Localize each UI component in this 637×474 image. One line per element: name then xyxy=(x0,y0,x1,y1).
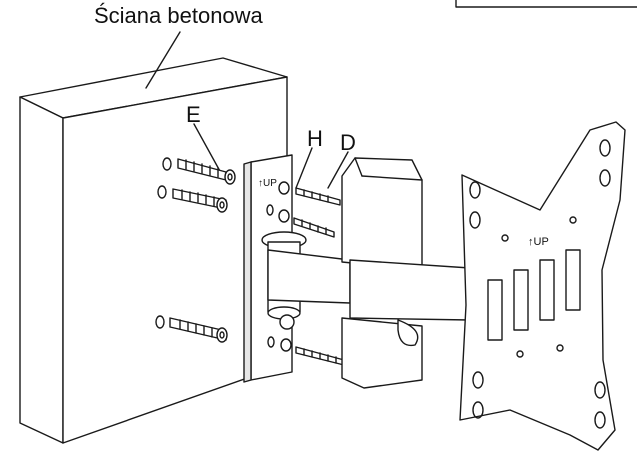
pivot-block xyxy=(341,157,423,389)
label-h: H xyxy=(307,126,323,151)
wall-anchor xyxy=(172,188,228,213)
wall-anchor xyxy=(169,317,228,343)
lag-bolt xyxy=(295,346,345,366)
leader-h xyxy=(295,147,313,189)
wall-leader-line xyxy=(145,31,181,89)
corner-frame xyxy=(455,0,637,8)
leader-d xyxy=(327,151,349,189)
concrete-wall xyxy=(19,57,288,444)
label-e: E xyxy=(186,102,201,127)
wall-plate-up-mark: ↑UP xyxy=(258,178,277,189)
wall-holes xyxy=(155,157,172,329)
wall-anchor xyxy=(177,158,236,185)
lag-bolt xyxy=(293,217,335,238)
wall-label: Ściana betonowa xyxy=(94,3,263,28)
tv-plate xyxy=(459,121,626,451)
leader-e xyxy=(193,123,222,174)
extension-arm xyxy=(349,259,471,321)
lag-bolt xyxy=(295,187,341,206)
swing-arm xyxy=(267,249,351,304)
tv-plate-up-mark: ↑UP xyxy=(528,236,549,248)
label-d: D xyxy=(340,130,356,155)
